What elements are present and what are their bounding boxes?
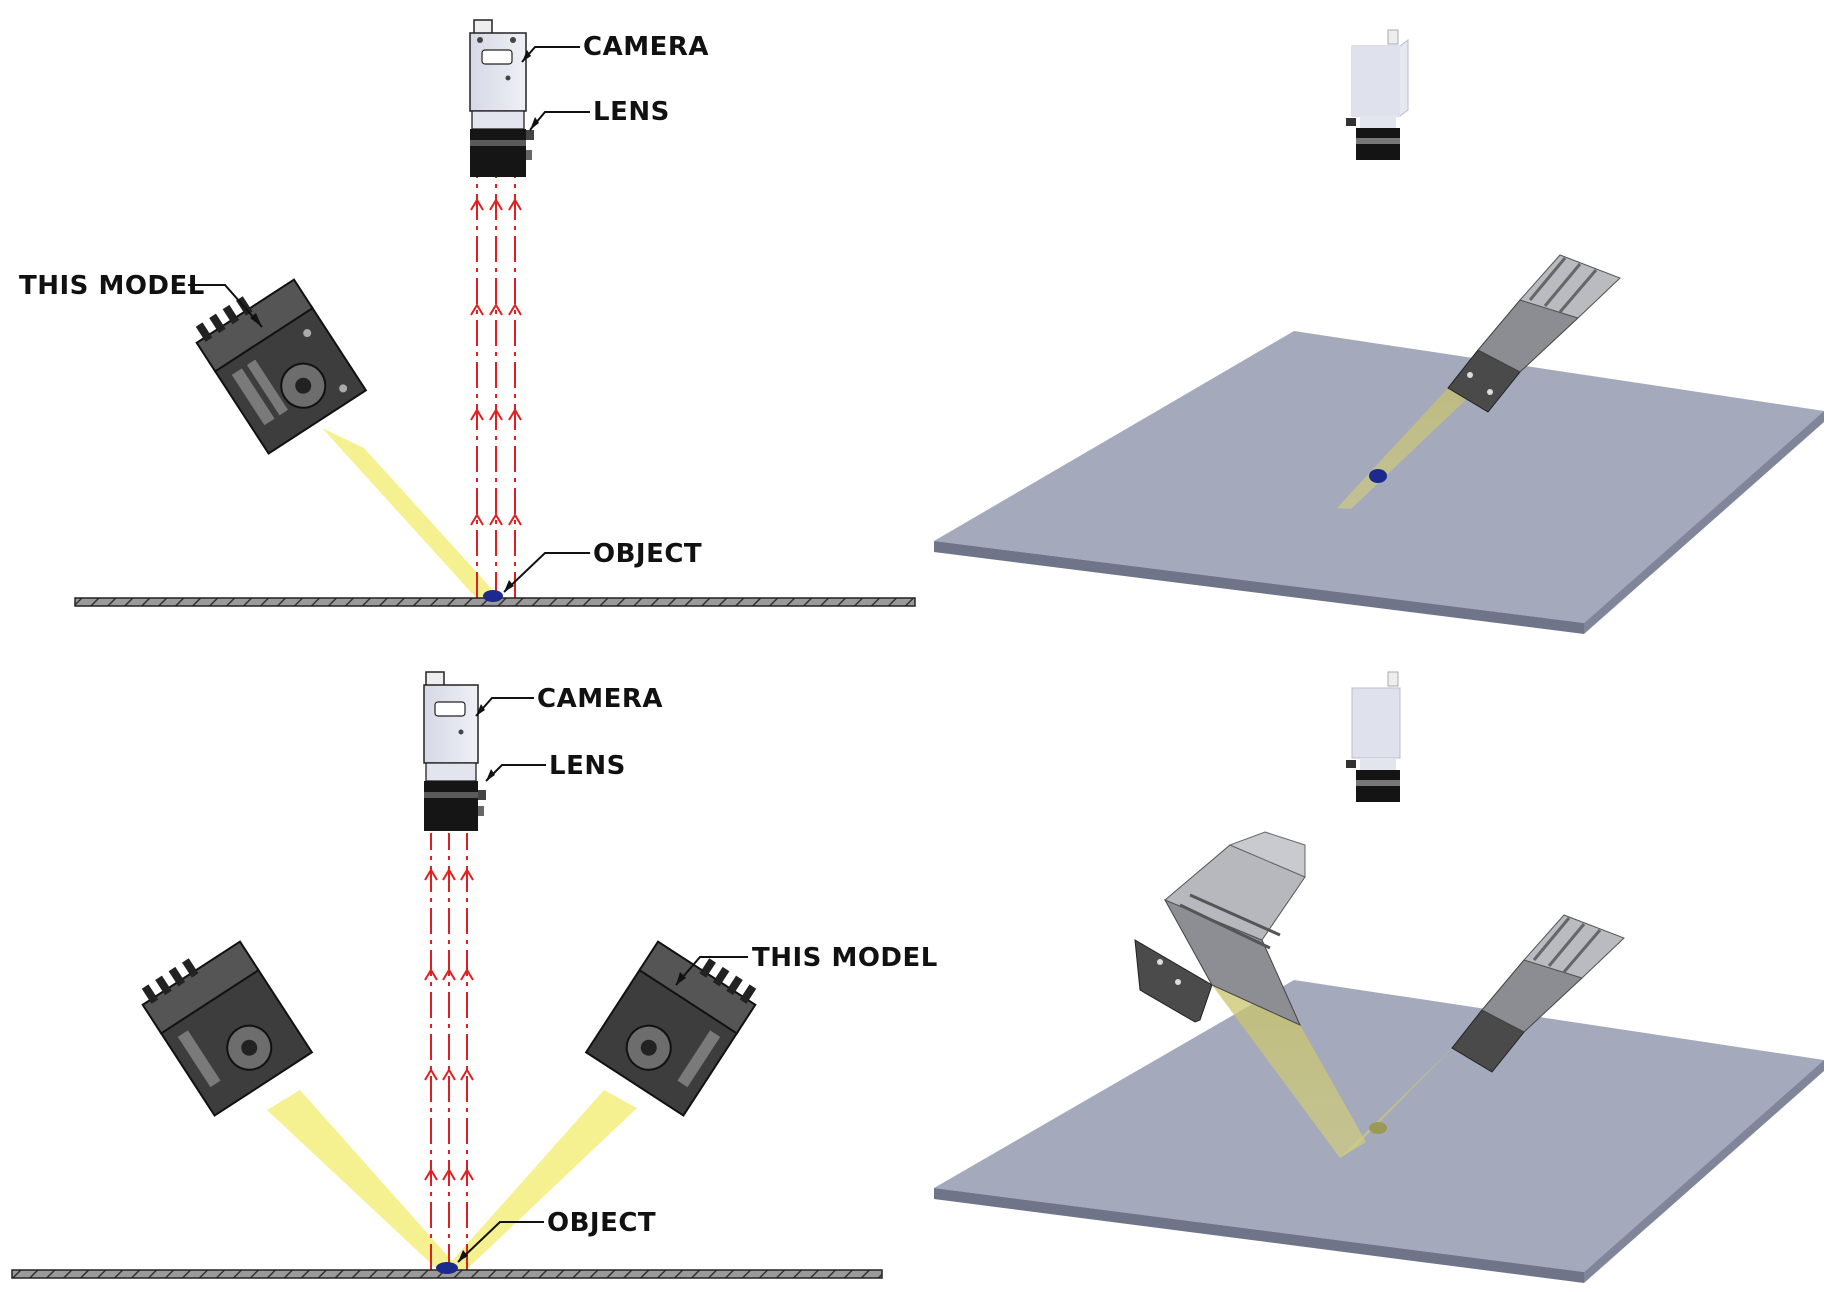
label-this-model-bottom: THIS MODEL	[752, 943, 938, 973]
light-module-icon	[1451, 914, 1625, 1073]
camera-icon	[1351, 671, 1401, 759]
object-icon	[483, 590, 503, 602]
lens-icon	[470, 110, 534, 177]
lens-icon	[424, 762, 486, 831]
label-lens-bottom: LENS	[549, 751, 626, 781]
object-icon	[1369, 469, 1387, 483]
label-camera-bottom: CAMERA	[537, 684, 663, 714]
label-object-bottom: OBJECT	[547, 1208, 657, 1238]
camera-rays	[430, 833, 468, 1270]
camera-icon	[423, 671, 479, 764]
label-object-top: OBJECT	[593, 539, 703, 569]
panel-bottom-2d	[11, 671, 883, 1279]
object-icon	[436, 1262, 458, 1274]
light-beam-right	[442, 1090, 637, 1272]
label-this-model-top: THIS MODEL	[19, 271, 205, 301]
camera-icon	[469, 19, 527, 112]
panel-top-3d	[934, 29, 1824, 634]
ray-arrows	[470, 198, 522, 526]
camera-rays	[476, 175, 516, 598]
light-beam-3d-left	[1212, 985, 1366, 1158]
light-module-icon	[1134, 831, 1306, 1027]
lens-icon	[1346, 758, 1400, 802]
object-icon	[1369, 1122, 1387, 1134]
light-module-icon	[584, 940, 757, 1117]
light-module-icon	[1447, 254, 1621, 413]
camera-icon	[1351, 29, 1409, 117]
ray-arrows	[424, 868, 474, 1181]
light-module-icon	[141, 940, 314, 1117]
light-beam	[322, 428, 500, 600]
label-camera-top: CAMERA	[583, 32, 709, 62]
light-module-icon	[195, 278, 368, 455]
lens-icon	[1346, 116, 1400, 160]
light-beam-left	[267, 1090, 462, 1272]
panel-bottom-3d	[934, 671, 1824, 1283]
panel-top-2d	[74, 19, 916, 607]
label-lens-top: LENS	[593, 97, 670, 127]
